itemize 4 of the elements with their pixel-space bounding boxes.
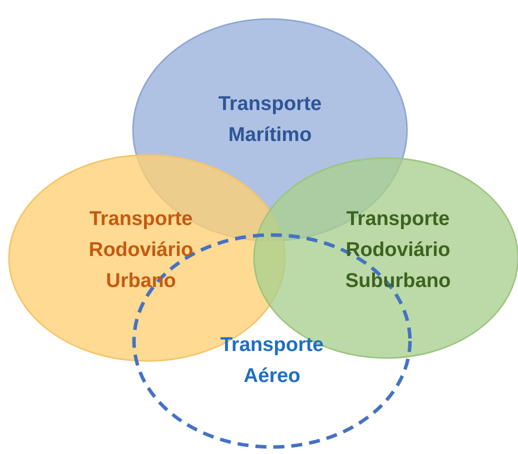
- circle-label: Transporte Rodoviário Urbano: [88, 206, 194, 294]
- circle-label: Transporte Rodoviário Suburbano: [344, 206, 452, 294]
- circle-label: Transporte Aéreo: [219, 333, 325, 389]
- circle-label: Transporte Marítimo: [217, 92, 323, 148]
